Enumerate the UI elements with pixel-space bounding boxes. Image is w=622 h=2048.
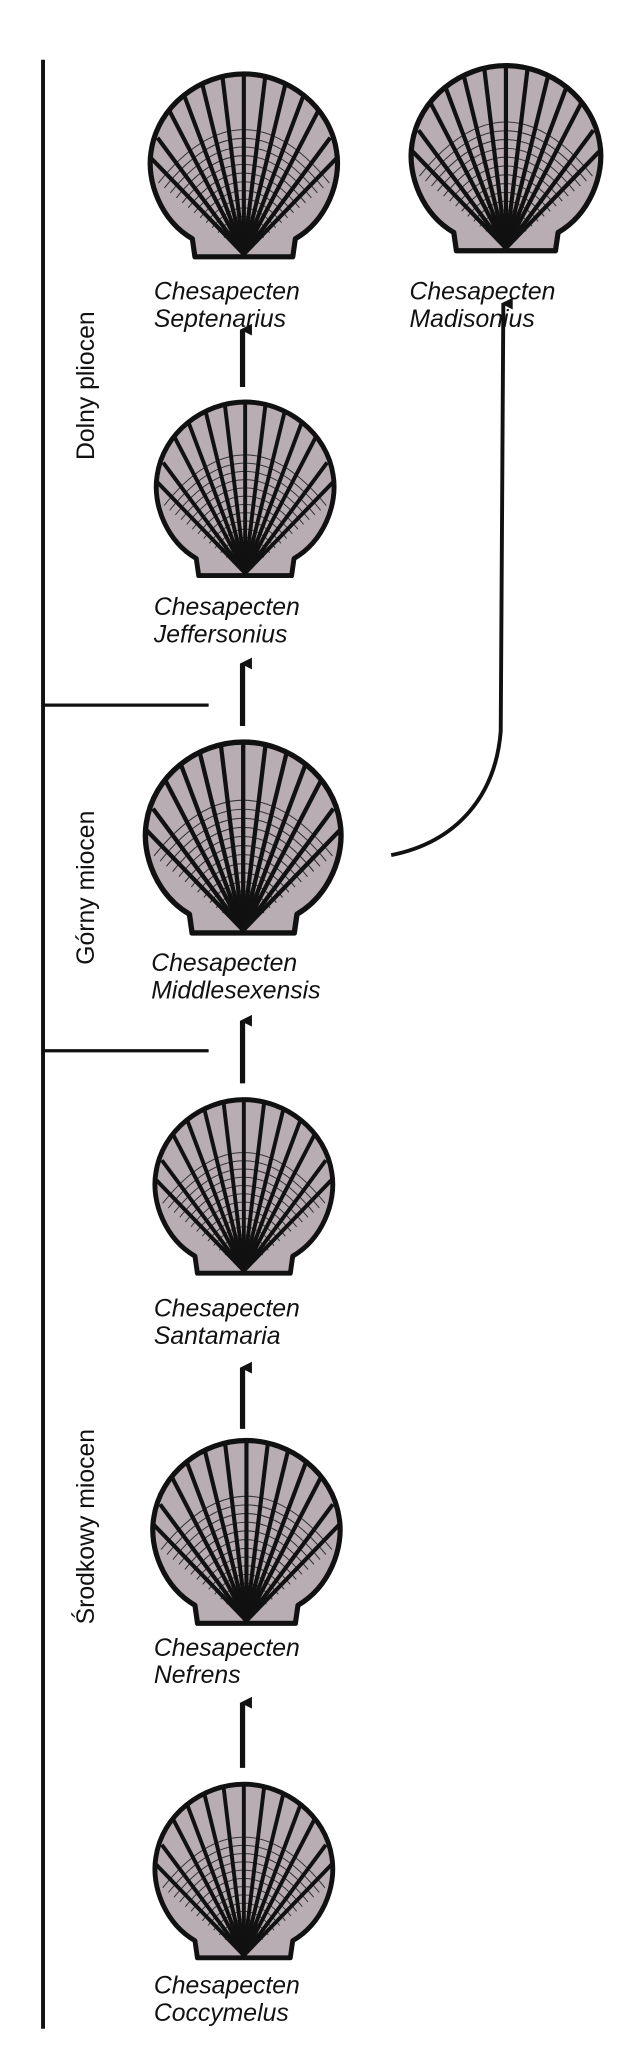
genus: Chesapecten: [154, 1296, 300, 1323]
species-name: Middlesexensis: [151, 978, 320, 1005]
shell-coccymelus: [155, 1784, 333, 1958]
genus: Chesapecten: [409, 279, 555, 306]
shell-jeffersonius: [156, 402, 334, 576]
species-name: Nefrens: [154, 1662, 241, 1689]
species-name: Santamaria: [154, 1323, 281, 1350]
species-name: Septenarius: [154, 306, 286, 333]
genus: Chesapecten: [154, 1635, 300, 1662]
species-name: Madisonius: [409, 306, 534, 333]
genus: Chesapecten: [151, 950, 297, 977]
arrow-middlesexensis-to-madisonius: [390, 297, 513, 858]
shell-madisonius: [411, 66, 601, 251]
period-label-upper-miocene: Górny miocen: [73, 811, 100, 965]
shell-middlesexensis: [145, 742, 341, 933]
shell-santamaria: [155, 1100, 333, 1274]
period-label-middle-miocene: Środkowy miocen: [72, 1429, 100, 1624]
genus: Chesapecten: [154, 279, 300, 306]
genus: Chesapecten: [154, 1973, 300, 2000]
species-name: Jeffersonius: [153, 622, 288, 649]
period-label-lower-pliocene: Dolny pliocen: [73, 311, 100, 460]
shell-septenarius: [150, 74, 337, 257]
genus: Chesapecten: [154, 594, 300, 621]
shell-nefrens: [153, 1440, 340, 1623]
species-name: Coccymelus: [154, 2000, 289, 2027]
